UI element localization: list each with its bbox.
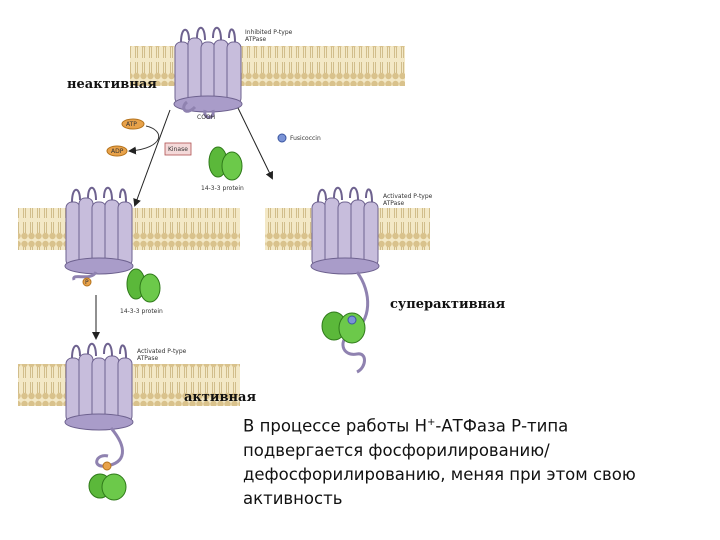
activated-label-2-line2: ATPase — [137, 355, 158, 362]
cooh-label: COOH — [197, 114, 215, 121]
protein-14-3-3-middle — [208, 146, 243, 181]
protein-14-3-3-label-middle: 14-3-3 protein — [201, 185, 244, 192]
fusicoccin-label: Fusicoccin — [290, 135, 321, 142]
atp-marker: ATP — [121, 118, 145, 130]
phosphate-marker-bottom — [102, 461, 112, 471]
label-active: активная — [184, 390, 257, 405]
caption-sup: + — [427, 417, 436, 428]
fusicoccin-icon — [277, 133, 287, 143]
inhibited-label-line1: Inhibited P-type — [245, 29, 293, 36]
kinase-box — [164, 142, 192, 156]
arrow-to-active — [133, 109, 171, 207]
atpase-middle-left — [64, 186, 134, 281]
kinase-curve — [128, 125, 160, 155]
caption-part1: В процессе работы Н — [243, 416, 427, 436]
protein-14-3-3-superactive — [321, 311, 366, 344]
inhibited-label-line2: ATPase — [245, 36, 266, 43]
activated-label-1-line1: Activated P-type — [383, 193, 433, 200]
atpase-active — [64, 342, 134, 468]
label-inactive: неактивная — [67, 77, 157, 92]
adp-marker: ADP — [106, 145, 128, 157]
atp-label: ATP — [126, 121, 137, 128]
atpase-inhibited — [173, 26, 243, 119]
fusicoccin-bound-icon — [347, 315, 357, 325]
arrow-to-superactive — [237, 107, 273, 180]
atpase-superactive — [310, 186, 380, 374]
caption-part2: -АТФаза Р-типа подвергается фосфорилиров… — [243, 416, 636, 508]
protein-14-3-3-left — [126, 268, 161, 303]
p-label-middle: P — [85, 279, 89, 286]
protein-14-3-3-label-left: 14-3-3 protein — [120, 308, 163, 315]
activated-label-1-line2: ATPase — [383, 200, 404, 207]
adp-label: ADP — [111, 148, 124, 155]
phosphate-marker-middle — [82, 277, 92, 287]
activated-label-2-line1: Activated P-type — [137, 348, 187, 355]
caption: В процессе работы Н+-АТФаза Р-типа подве… — [243, 411, 683, 511]
kinase-label: Kinase — [168, 146, 188, 153]
membrane-top — [130, 46, 405, 86]
protein-14-3-3-bottom — [88, 473, 127, 501]
label-superactive: суперактивная — [390, 297, 506, 312]
